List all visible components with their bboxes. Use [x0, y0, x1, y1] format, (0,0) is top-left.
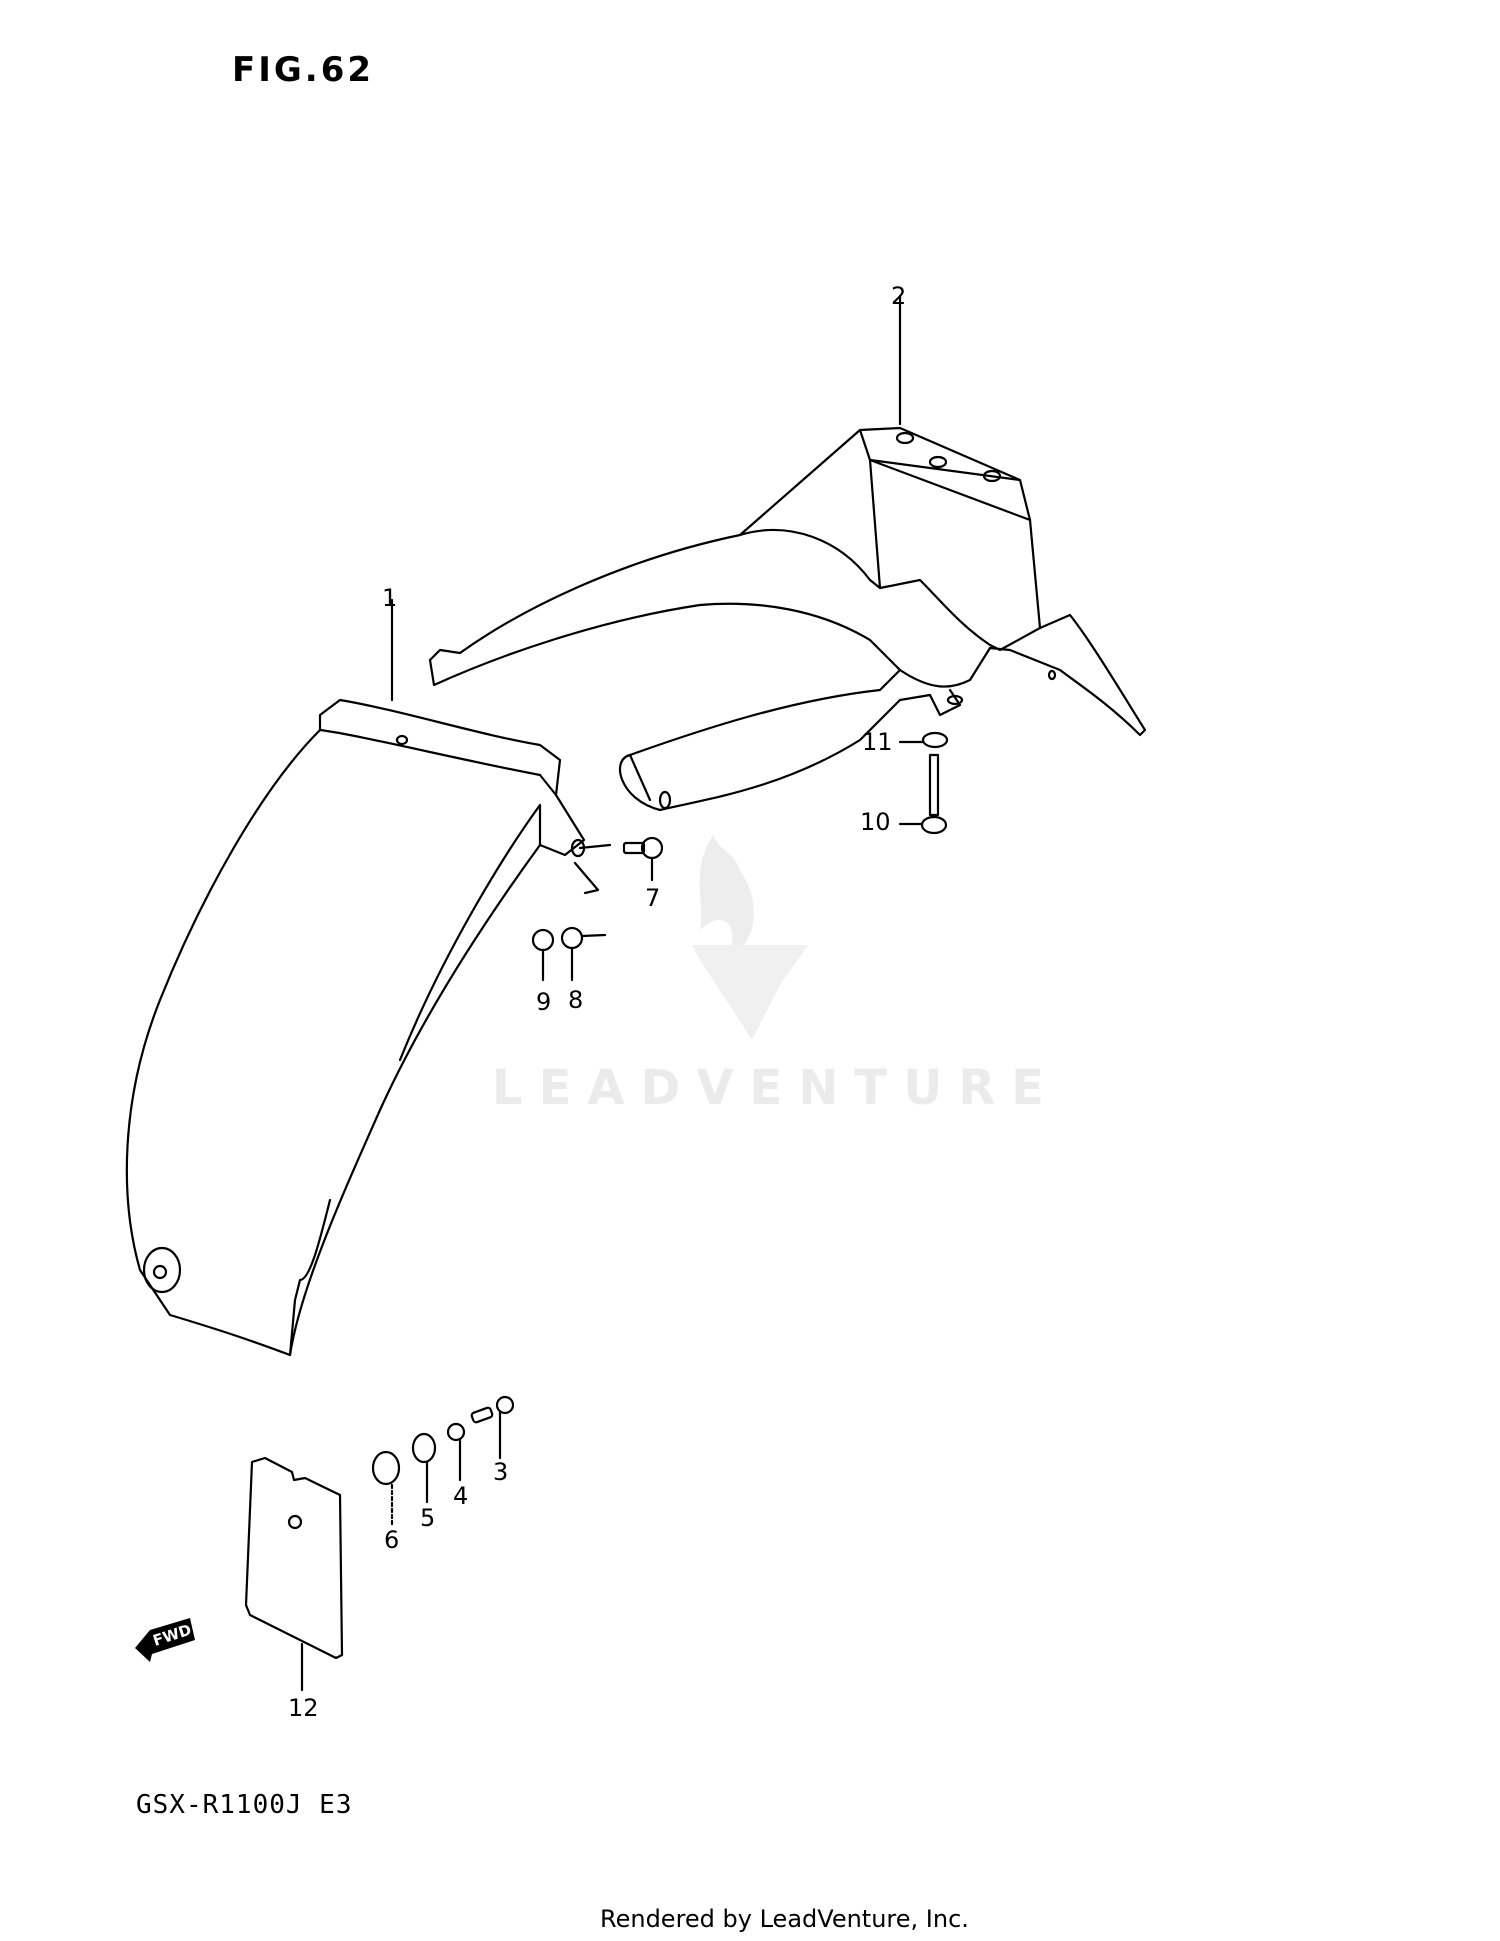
forward-arrow-icon: FWD [135, 1618, 195, 1662]
callout-10: 10 [860, 808, 891, 836]
footer-credit: Rendered by LeadVenture, Inc. [600, 1905, 969, 1933]
watermark-text: LEADVENTURE [492, 1060, 1060, 1116]
callout-4: 4 [453, 1482, 469, 1510]
washer-11 [898, 731, 949, 749]
callout-1: 1 [382, 584, 398, 612]
callout-6: 6 [384, 1526, 400, 1554]
nut-9 [531, 928, 555, 982]
callout-7: 7 [645, 884, 661, 912]
callout-8: 8 [568, 986, 584, 1014]
callout-5: 5 [420, 1504, 436, 1532]
washer-4 [446, 1422, 466, 1482]
figure-title: FIG.62 [232, 50, 375, 90]
model-label: GSX-R1100J E3 [136, 1790, 353, 1820]
nut-6 [371, 1450, 401, 1527]
plate-12 [244, 1456, 344, 1692]
callout-3: 3 [493, 1458, 509, 1486]
washer-5 [411, 1432, 437, 1504]
screw-7 [578, 836, 664, 882]
callout-9: 9 [536, 988, 552, 1016]
callout-2: 2 [891, 282, 907, 310]
bolt-10 [898, 753, 948, 835]
watermark-logo-icon [692, 835, 808, 1040]
rear-fender-lower [125, 698, 600, 1357]
bolt-3 [470, 1395, 515, 1460]
callout-12: 12 [288, 1694, 319, 1722]
washer-8 [560, 926, 607, 982]
callout-11: 11 [862, 728, 893, 756]
rear-fender-upper [428, 426, 1147, 812]
